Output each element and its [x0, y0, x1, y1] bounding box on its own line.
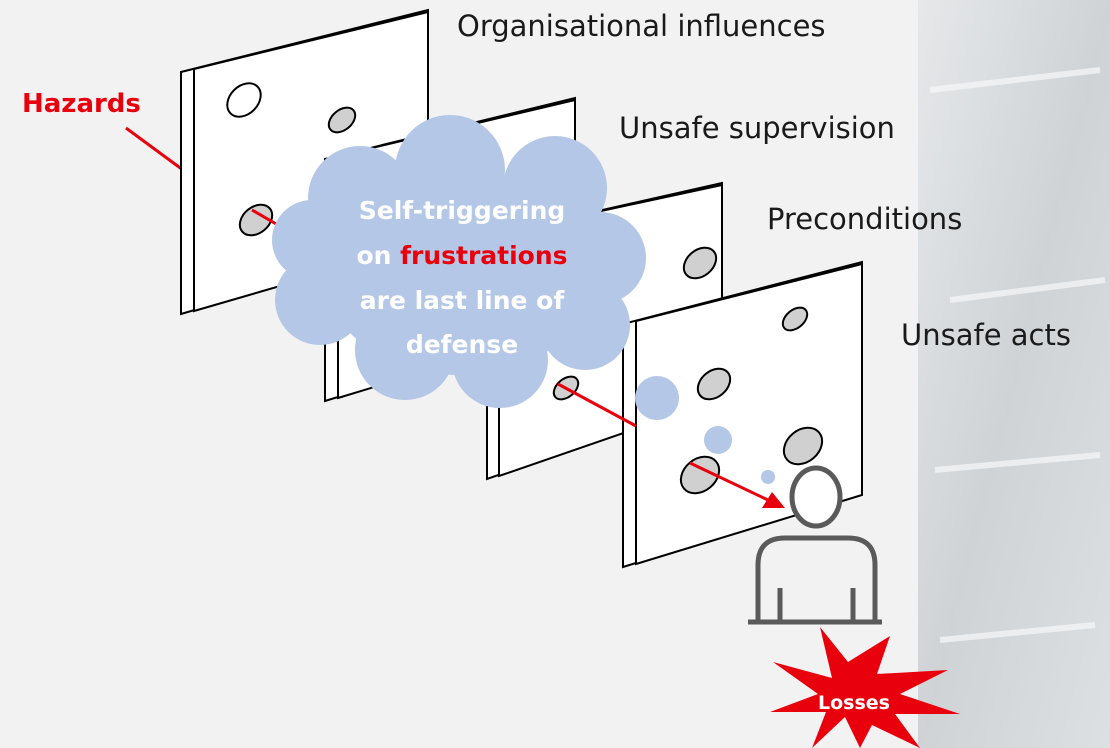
cloud-line-2-prefix: on [356, 241, 400, 270]
label-organisational-influences: Organisational influences [457, 9, 826, 43]
losses-label: Losses [818, 692, 890, 714]
thought-cloud [272, 115, 646, 408]
svg-text:on frustrations: on frustrations [356, 241, 567, 270]
trajectory-arrowhead [762, 492, 785, 508]
hole [782, 426, 824, 466]
hole [238, 203, 274, 237]
cloud-line-3: are last line of [360, 286, 566, 315]
cloud-line-4: defense [406, 330, 518, 359]
svg-text:Self-triggering: Self-triggering [359, 196, 566, 225]
label-unsafe-acts: Unsafe acts [901, 318, 1071, 352]
svg-text:are last line of: are last line of [360, 286, 566, 315]
losses-starburst [770, 627, 960, 748]
hole [226, 82, 262, 118]
label-preconditions: Preconditions [767, 202, 962, 236]
svg-text:defense: defense [406, 330, 518, 359]
hole [682, 246, 718, 280]
label-unsafe-supervision: Unsafe supervision [619, 111, 895, 145]
hole [696, 367, 732, 401]
hole [679, 455, 721, 495]
cloud-line-2-highlight: frustrations [400, 241, 567, 270]
person-icon [748, 465, 882, 625]
hazard-pointer-line [125, 126, 184, 172]
hole [781, 306, 809, 332]
thought-bubble-small [761, 470, 775, 484]
hole [327, 106, 357, 134]
thought-bubble-medium [704, 426, 732, 454]
thought-bubble-large [635, 376, 679, 420]
background-streaks [929, 67, 1106, 643]
background-texture-panel [918, 0, 1110, 748]
cloud-line-1: Self-triggering [359, 196, 566, 225]
hazards-label: Hazards [22, 89, 141, 119]
